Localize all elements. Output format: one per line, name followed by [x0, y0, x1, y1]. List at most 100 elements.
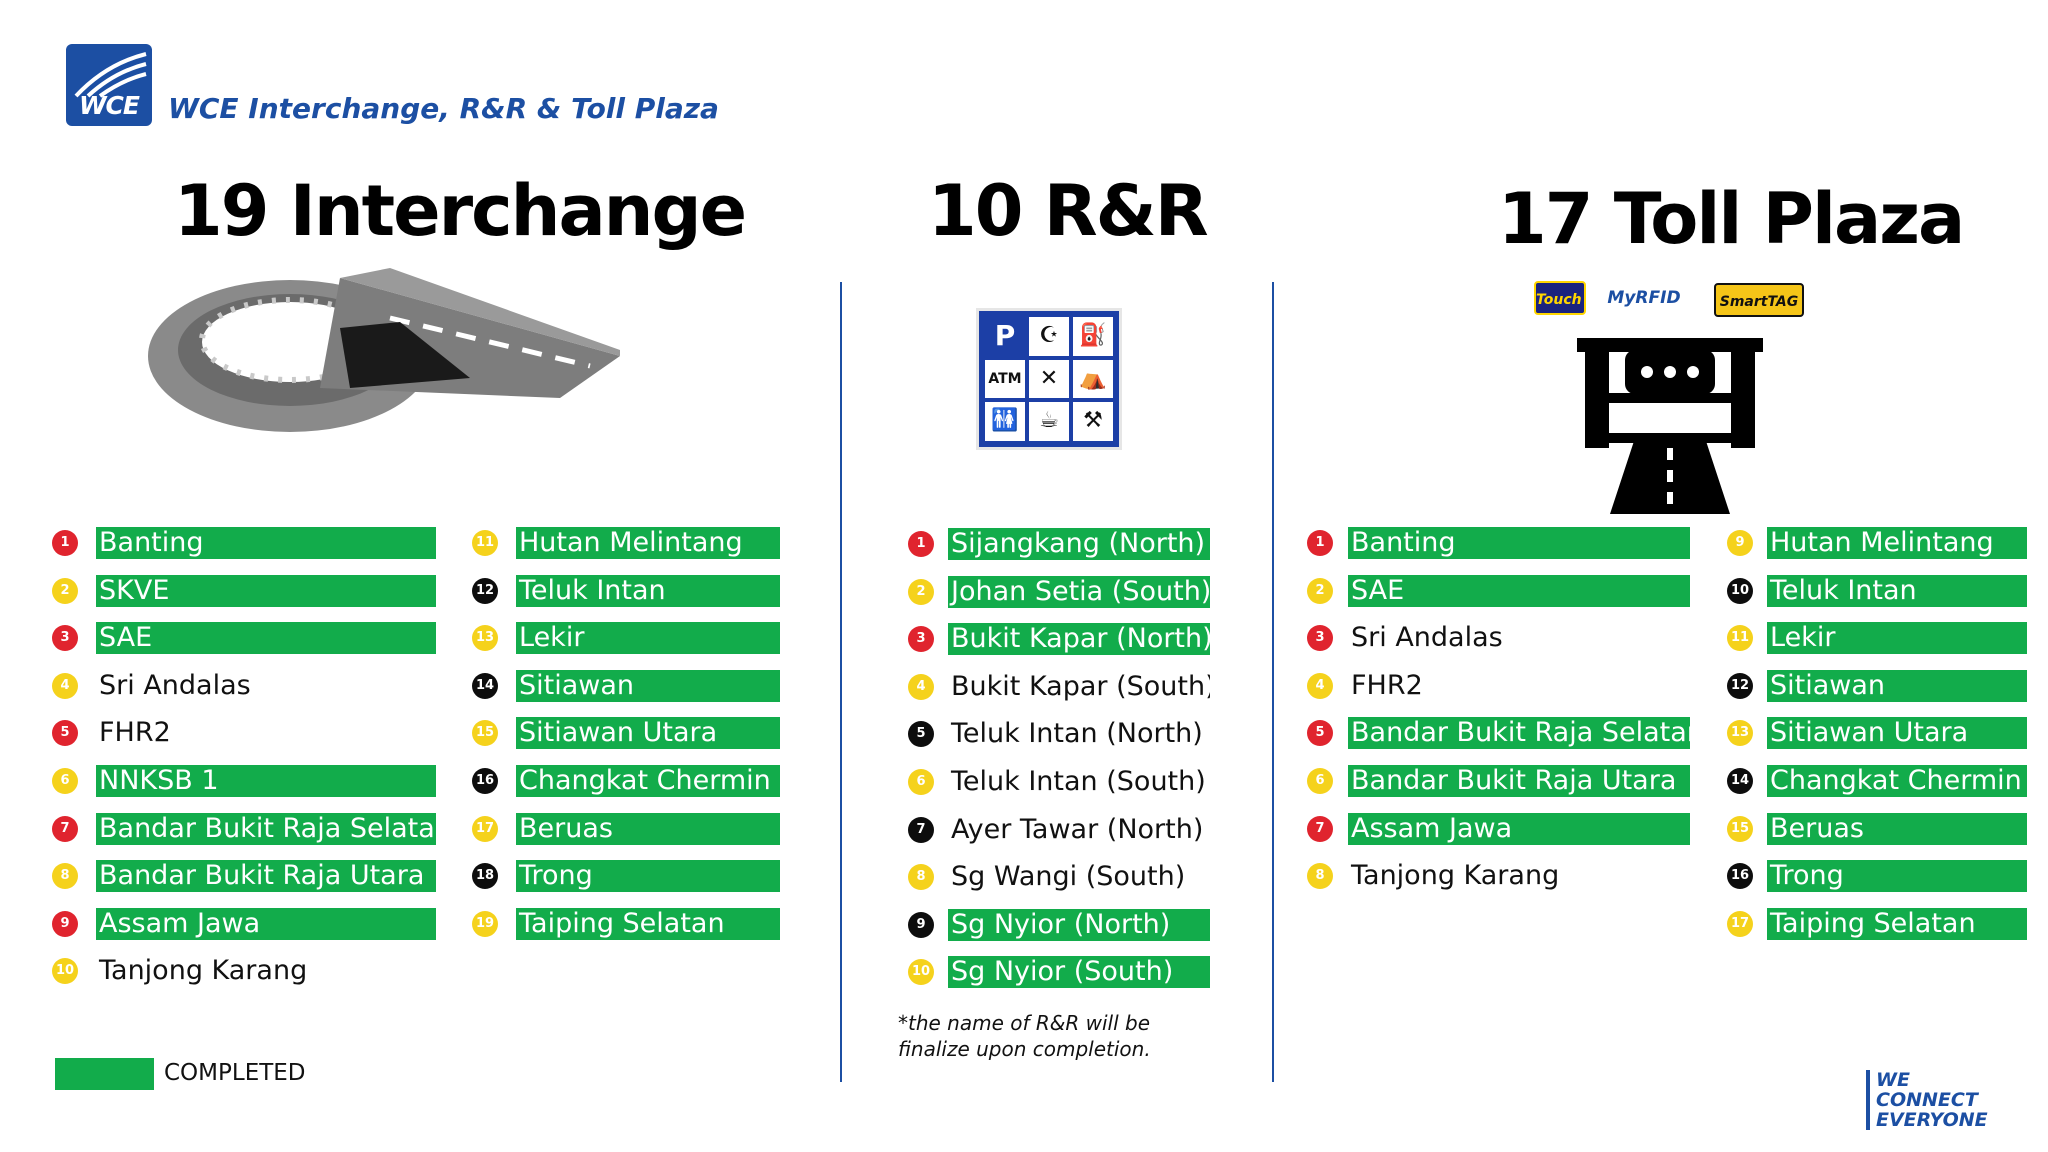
- touch-n-go-logo: Touch n Go: [1534, 281, 1586, 315]
- page-title: WCE Interchange, R&R & Toll Plaza: [168, 92, 719, 125]
- legend-completed-label: COMPLETED: [164, 1060, 306, 1086]
- number-badge: 2: [52, 577, 78, 604]
- number-badge: 10: [1727, 577, 1753, 604]
- list-item-label: Banting: [96, 527, 436, 559]
- list-item-label: Banting: [1348, 527, 1690, 559]
- legend-completed-swatch: [55, 1058, 154, 1090]
- number-badge: 13: [1727, 720, 1753, 747]
- cafe-icon: ☕: [1029, 402, 1069, 441]
- list-item-label: Sg Nyior (South): [948, 956, 1210, 989]
- interchange-illustration: [148, 268, 620, 432]
- list-item-label: Tanjong Karang: [1351, 860, 1560, 892]
- list-item-label: Taiping Selatan: [516, 907, 780, 940]
- number-badge: 3: [52, 625, 78, 652]
- list-item-label: Teluk Intan (North): [951, 718, 1203, 750]
- number-badge: 7: [1307, 815, 1333, 842]
- list-item-label: SKVE: [96, 574, 436, 607]
- footer-line-2: CONNECT: [1876, 1089, 1978, 1111]
- fuel-icon: ⛽: [1073, 317, 1113, 356]
- number-badge: 7: [52, 815, 78, 842]
- list-item-label: Sitiawan Utara: [1767, 717, 2027, 750]
- number-badge: 14: [1727, 768, 1753, 794]
- footer-line-3: EVERYONE: [1876, 1109, 1988, 1131]
- number-badge: 16: [472, 768, 498, 794]
- list-item-label: Teluk Intan: [516, 574, 780, 607]
- list-item-label: Lekir: [516, 622, 780, 655]
- toilet-icon: 🚻: [985, 402, 1025, 441]
- number-badge: 9: [908, 911, 934, 938]
- list-item-label: Bandar Bukit Raja Selatan: [96, 812, 436, 845]
- list-item-label: Lekir: [1767, 622, 2027, 655]
- toll-title: 17 Toll Plaza: [1498, 178, 1965, 260]
- list-item-label: Hutan Melintang: [1767, 527, 2027, 559]
- parking-icon: P: [985, 317, 1025, 356]
- number-badge: 16: [1727, 863, 1753, 890]
- atm-icon: ATM: [985, 359, 1025, 399]
- list-item-label: Sitiawan: [1767, 669, 2027, 702]
- number-badge: 1: [1307, 530, 1333, 556]
- number-badge: 5: [52, 720, 78, 747]
- number-badge: 3: [1307, 625, 1333, 652]
- number-badge: 9: [52, 910, 78, 937]
- rnr-footnote: *the name of R&R will be finalize upon c…: [898, 1011, 1151, 1061]
- list-item-label: Bandar Bukit Raja Utara: [1348, 765, 1690, 797]
- list-item-label: Beruas: [1767, 812, 2027, 845]
- list-item-label: Changkat Chermin: [1767, 765, 2027, 797]
- number-badge: 10: [52, 958, 78, 985]
- list-item-label: Sg Nyior (North): [948, 908, 1210, 941]
- picnic-icon: ⛺: [1073, 359, 1113, 399]
- wce-logo-arcs-icon: [74, 52, 147, 98]
- number-badge: 10: [908, 959, 934, 986]
- number-badge: 15: [472, 720, 498, 747]
- list-item-label: Sitiawan: [516, 669, 780, 702]
- restaurant-icon: ✕: [1029, 359, 1069, 399]
- list-item-label: NNKSB 1: [96, 765, 436, 797]
- number-badge: 8: [908, 864, 934, 891]
- number-badge: 7: [908, 816, 934, 843]
- myrfid-logo: MyRFID: [1607, 288, 1681, 308]
- number-badge: 17: [1727, 910, 1753, 937]
- list-item-label: Trong: [1767, 860, 2027, 893]
- number-badge: 19: [472, 910, 498, 937]
- mosque-icon: ☪: [1029, 317, 1069, 356]
- number-badge: 6: [908, 769, 934, 795]
- number-badge: 6: [1307, 768, 1333, 794]
- number-badge: 8: [52, 863, 78, 890]
- number-badge: 9: [1727, 530, 1753, 556]
- list-item-label: Beruas: [516, 812, 780, 845]
- list-item-label: Teluk Intan (South): [951, 766, 1206, 797]
- list-item-label: Sitiawan Utara: [516, 717, 780, 750]
- number-badge: 12: [472, 577, 498, 604]
- number-badge: 6: [52, 768, 78, 794]
- list-item-label: Trong: [516, 860, 780, 893]
- number-badge: 18: [472, 863, 498, 890]
- list-item-label: Teluk Intan: [1767, 574, 2027, 607]
- rnr-title: 10 R&R: [928, 170, 1209, 252]
- number-badge: 4: [908, 673, 934, 700]
- list-item-label: Bandar Bukit Raja Utara: [96, 860, 436, 893]
- number-badge: 1: [52, 530, 78, 556]
- number-badge: 4: [1307, 672, 1333, 699]
- list-item-label: Sg Wangi (South): [951, 861, 1186, 893]
- rnr-facilities-icon: P ☪ ⛽ ATM ✕ ⛺ 🚻 ☕ ⚒: [976, 308, 1122, 450]
- number-badge: 1: [908, 531, 934, 557]
- list-item-label: Hutan Melintang: [516, 527, 780, 559]
- number-badge: 4: [52, 672, 78, 699]
- number-badge: 14: [472, 672, 498, 699]
- list-item-label: FHR2: [1351, 669, 1423, 701]
- list-item-label: Bandar Bukit Raja Selatan: [1348, 717, 1690, 750]
- list-item-label: Johan Setia (South): [948, 575, 1210, 608]
- wce-logo: WCE: [66, 44, 152, 126]
- number-badge: 2: [1307, 577, 1333, 604]
- list-item-label: Ayer Tawar (North): [951, 813, 1204, 845]
- number-badge: 17: [472, 815, 498, 842]
- number-badge: 15: [1727, 815, 1753, 842]
- logo-text: WCE: [78, 91, 140, 120]
- list-item-label: Assam Jawa: [96, 907, 436, 940]
- list-item-label: Sri Andalas: [1351, 622, 1503, 654]
- number-badge: 3: [908, 626, 934, 653]
- list-item-label: Taiping Selatan: [1767, 907, 2027, 940]
- interchange-title: 19 Interchange: [174, 170, 747, 252]
- toll-booth-icon: [1577, 338, 1763, 514]
- number-badge: 11: [1727, 625, 1753, 652]
